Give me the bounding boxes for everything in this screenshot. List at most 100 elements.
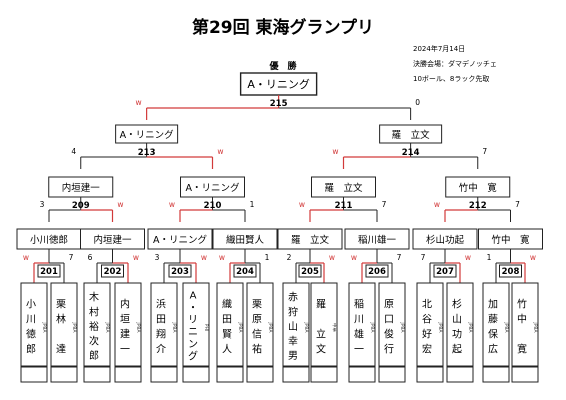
player-name-char <box>316 315 326 326</box>
player-6-name: A・リニング <box>188 291 198 363</box>
player-7-score-box <box>216 366 244 383</box>
quarter-4-match-left-win-mark: w <box>434 200 440 209</box>
quarter-3-match-right-score: 7 <box>382 200 387 209</box>
player-name-char: 人 <box>222 344 232 356</box>
player-name-char: 栗 <box>252 299 262 311</box>
r2-7-name: 杉山功起 <box>426 234 465 246</box>
r2-4-name: 織田賢人 <box>226 234 265 246</box>
player-11-score-box <box>348 366 376 383</box>
r2-8-name: 竹中 寛 <box>491 234 530 246</box>
player-15-box <box>482 282 510 367</box>
quarter-3-match-match-number: 211 <box>335 201 353 211</box>
r2-2-left-score: 6 <box>88 253 93 262</box>
player-13-name: 北谷好宏 <box>422 299 432 356</box>
player-10-affiliation: 中華 <box>331 323 338 332</box>
r2-4-right-score: 1 <box>265 253 270 262</box>
player-name-char <box>56 330 66 341</box>
r2-5-match-number: 205 <box>301 267 319 277</box>
player-name-char: 加 <box>488 299 498 311</box>
r2-7-right-win-mark: w <box>465 253 471 262</box>
r2-4-match-number-box <box>233 264 257 278</box>
player-3-score-box <box>83 366 111 383</box>
player-1-name: 小川徳郎 <box>26 299 36 356</box>
r2-2-match-number-box <box>101 264 124 278</box>
player-1-score-box <box>20 366 48 383</box>
quarter-2-match-right-score: 1 <box>250 200 255 209</box>
player-name-char: 谷 <box>422 314 432 326</box>
player-name-char: ・ <box>188 303 198 314</box>
r2-7-left-score: 7 <box>421 253 426 262</box>
player-name-char: 竹 <box>517 298 527 311</box>
player-name-char: 一 <box>354 345 364 356</box>
player-name-char: 中 <box>517 313 527 326</box>
player-7-name: 織田賢人 <box>222 298 232 356</box>
player-name-char: 内 <box>120 298 130 311</box>
player-name-char: A <box>190 291 197 302</box>
r2-1-right-score: 7 <box>69 253 74 262</box>
player-name-char: 男 <box>288 350 298 362</box>
semi-1-name: A・リニング <box>120 129 174 141</box>
player-8-score-box <box>246 366 274 383</box>
quarter-3-match-left-win-mark: w <box>299 200 305 209</box>
r2-7-match-number: 207 <box>436 267 454 277</box>
player-15-name: 加藤保広 <box>488 299 498 356</box>
player-name-char: 次 <box>89 334 99 347</box>
player-name-char: 山 <box>452 314 462 326</box>
player-name-char: 寛 <box>517 343 527 356</box>
player-name-char: 口 <box>384 315 394 326</box>
player-name-char: 木 <box>89 292 99 304</box>
player-10-score-box <box>310 366 338 383</box>
semi-2-match-left-win-mark: w <box>332 147 338 156</box>
winner-label: 優 勝 <box>268 60 297 72</box>
player-name-char: 北 <box>422 299 432 311</box>
player-12-score-box <box>378 366 406 383</box>
semi-1-match-match-number: 213 <box>138 148 156 158</box>
quarter-1-match-right-win-mark: w <box>117 200 123 209</box>
r2-1-name: 小川徳郎 <box>30 234 68 246</box>
player-name-char: 文 <box>316 343 326 356</box>
semi-1-match-right-win-mark: w <box>217 147 223 156</box>
player-6-affiliation: PHI <box>203 324 209 331</box>
r2-8-right-win-mark: w <box>530 253 536 262</box>
player-name-char: 原 <box>384 299 394 311</box>
r2-2-match-number: 202 <box>104 267 122 277</box>
player-16-affiliation: JPBA <box>532 321 538 333</box>
player-13-score-box <box>416 366 444 383</box>
player-name-char: 郎 <box>89 349 99 362</box>
player-9-box <box>282 282 310 367</box>
r2-1-match-number-box <box>37 264 61 278</box>
r2-1-match-number: 201 <box>40 267 58 277</box>
r2-2-name: 内垣建一 <box>93 234 132 246</box>
player-15-affiliation: JPBA <box>503 321 509 333</box>
player-name-char: 翔 <box>156 328 166 341</box>
player-name-char: 雄 <box>354 328 364 341</box>
player-name-char: 一 <box>120 345 130 356</box>
quarter-4-match-right-score: 7 <box>515 200 520 209</box>
player-name-char: 信 <box>252 329 262 341</box>
player-7-affiliation: JPBA <box>237 321 243 333</box>
quarter-3-name: 羅 立文 <box>324 182 363 194</box>
r2-3-right-win-mark: w <box>201 253 207 262</box>
r2-5-right-win-mark: w <box>329 253 335 262</box>
player-9-name: 赤狩山幸男 <box>288 292 298 362</box>
r2-3-name: A・リニング <box>153 234 207 246</box>
player-11-name: 稲川雄一 <box>354 299 364 356</box>
r2-7-match-number-box <box>433 264 457 278</box>
player-11-box <box>348 282 376 367</box>
r2-1-left-win-mark: w <box>23 253 29 262</box>
venue-text: 決勝会場：ダマデノッチェ <box>413 59 497 68</box>
player-5-box <box>150 282 178 367</box>
semi-2-match-match-number: 214 <box>402 148 420 158</box>
r2-6-right-score: 7 <box>397 253 402 262</box>
player-name-char: 俊 <box>384 328 394 341</box>
player-14-affiliation: JPBA <box>467 321 473 333</box>
player-14-name: 杉山功起 <box>452 298 462 356</box>
quarter-1-match-match-number: 209 <box>72 201 90 211</box>
player-name-char: 介 <box>156 344 166 356</box>
player-name-char: 賢 <box>222 329 232 341</box>
player-7-box <box>216 282 244 367</box>
player-name-char: 好 <box>422 329 432 341</box>
player-name-char: 行 <box>384 343 394 356</box>
player-name-char: 小 <box>26 299 36 311</box>
player-name-char: 村 <box>89 305 99 318</box>
